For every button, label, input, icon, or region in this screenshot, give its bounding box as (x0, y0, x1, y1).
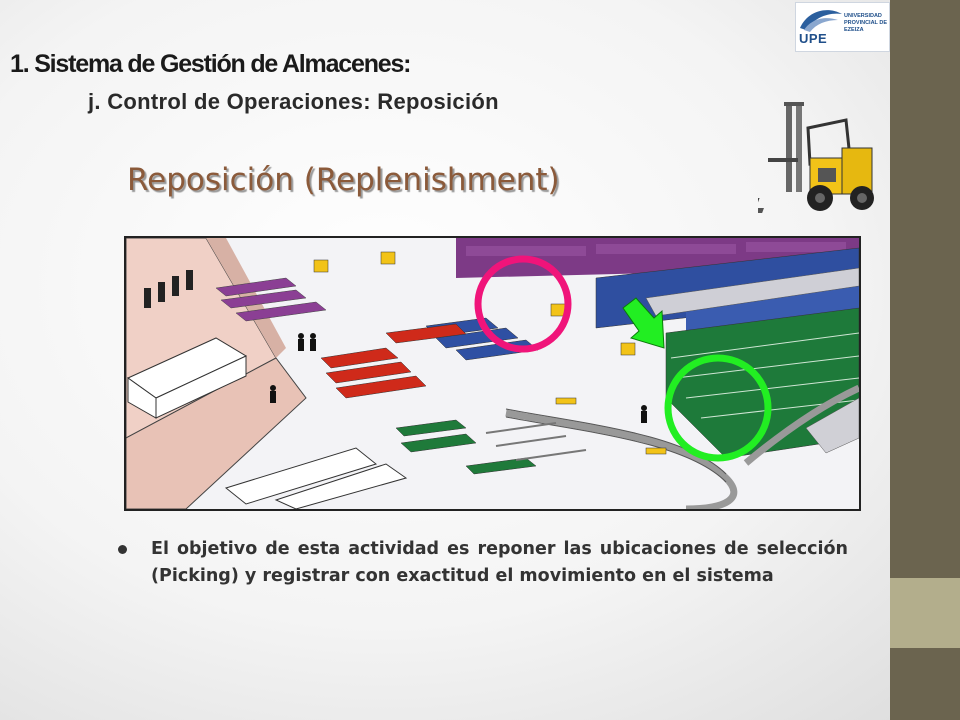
bullet-text: El objetivo de esta actividad es reponer… (151, 539, 848, 586)
bullet-point-icon (118, 545, 127, 554)
slide-title: 1. Sistema de Gestión de Almacenes: (10, 50, 412, 78)
sidebar-middle-block (890, 578, 960, 648)
slide-subtitle: j. Control de Operaciones: Reposición (88, 89, 499, 114)
green-arrow-icon (622, 297, 665, 349)
forklift-icon (758, 102, 874, 213)
warehouse-illustration (124, 236, 861, 511)
section-heading: Reposición (Replenishment) (127, 162, 560, 198)
green-circle-highlight (664, 354, 772, 462)
university-logo: UPE UNIVERSIDAD PROVINCIAL DE EZEIZA (795, 2, 890, 52)
logo-swoosh-icon (800, 10, 842, 32)
pink-circle-highlight (474, 255, 572, 353)
logo-abbreviation: UPE (799, 31, 828, 46)
sidebar-bottom-block (890, 648, 960, 720)
logo-name: UNIVERSIDAD PROVINCIAL DE EZEIZA (844, 13, 887, 33)
sidebar-top-block (890, 0, 960, 578)
bullet-list: El objetivo de esta actividad es reponer… (118, 536, 848, 590)
